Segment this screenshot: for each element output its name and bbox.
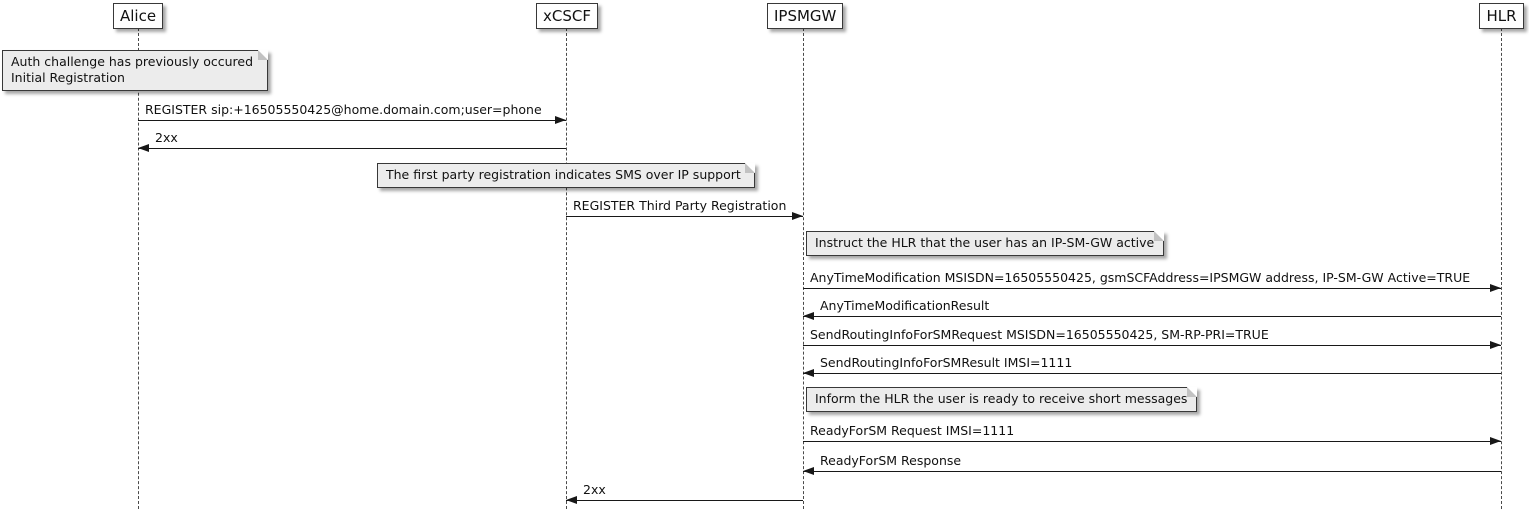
- message-label: REGISTER Third Party Registration: [573, 198, 787, 213]
- arrowhead-right-icon: [555, 116, 566, 124]
- message-line: [566, 216, 803, 217]
- message-label: ReadyForSM Request IMSI=1111: [810, 423, 1015, 438]
- participant-box-hlr: HLR: [1479, 3, 1524, 29]
- arrowhead-right-icon: [1490, 284, 1501, 292]
- message-label: SendRoutingInfoForSMRequest MSISDN=16505…: [810, 327, 1269, 342]
- message-label: AnyTimeModificationResult: [820, 298, 990, 313]
- message-label: AnyTimeModification MSISDN=16505550425, …: [810, 270, 1471, 285]
- lifeline-hlr: [1501, 28, 1502, 509]
- arrowhead-left-icon: [803, 312, 814, 320]
- arrowhead-left-icon: [566, 496, 577, 504]
- message-label: SendRoutingInfoForSMResult IMSI=1111: [820, 355, 1073, 370]
- message-label: ReadyForSM Response: [820, 453, 962, 468]
- arrowhead-right-icon: [1490, 341, 1501, 349]
- message-label: 2xx: [155, 130, 178, 145]
- participant-box-ipsmgw: IPSMGW: [767, 3, 844, 29]
- arrowhead-left-icon: [803, 467, 814, 475]
- lifeline-ipsmgw: [803, 28, 804, 509]
- arrowhead-left-icon: [138, 144, 149, 152]
- message-line: [803, 288, 1501, 289]
- participant-box-xcscf: xCSCF: [536, 3, 598, 29]
- arrowhead-right-icon: [792, 212, 803, 220]
- note: The first party registration indicates S…: [377, 163, 755, 188]
- arrowhead-right-icon: [1490, 437, 1501, 445]
- participant-box-alice: Alice: [113, 3, 164, 29]
- message-line: [803, 316, 1501, 317]
- lifeline-alice: [138, 28, 139, 509]
- message-label: REGISTER sip:+16505550425@home.domain.co…: [145, 102, 542, 117]
- message-line: [803, 373, 1501, 374]
- message-line: [803, 471, 1501, 472]
- message-line: [138, 148, 566, 149]
- message-line: [803, 345, 1501, 346]
- lifeline-xcscf: [566, 28, 567, 509]
- note: Instruct the HLR that the user has an IP…: [806, 231, 1165, 256]
- message-label: 2xx: [583, 482, 606, 497]
- message-line: [138, 120, 566, 121]
- note: Auth challenge has previously occured In…: [2, 50, 268, 91]
- message-line: [566, 500, 803, 501]
- message-line: [803, 441, 1501, 442]
- note: Inform the HLR the user is ready to rece…: [806, 387, 1198, 412]
- arrowhead-left-icon: [803, 369, 814, 377]
